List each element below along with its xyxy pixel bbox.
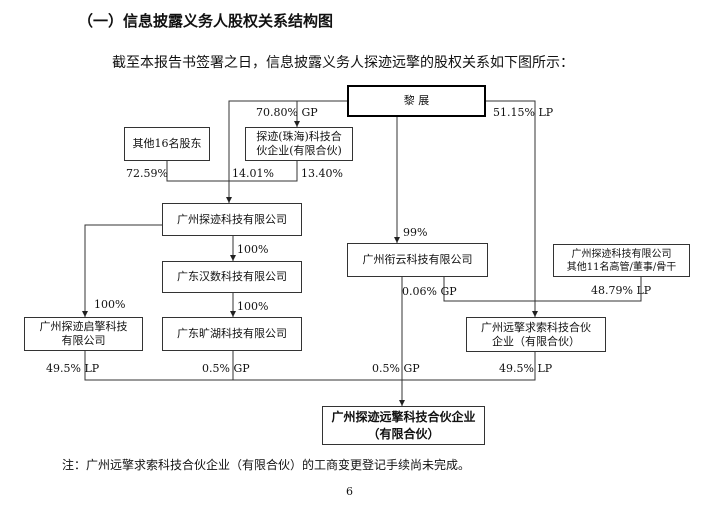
label-lp-495-left: 49.5% LP: [46, 362, 100, 375]
entity-label: 企业（有限合伙）: [492, 334, 580, 348]
entity-others16: 其他16名股东: [124, 127, 210, 161]
line-lizhan-to-gz-tanji: [226, 100, 347, 203]
entity-target: 广州探迹远擎科技合伙企业 （有限合伙）: [322, 406, 485, 445]
label-gp-05-xianyun: 0.5% GP: [372, 362, 420, 375]
line-lizhan-to-qiusuo: [486, 100, 538, 317]
entity-gd-kuanghu: 广东旷湖科技有限公司: [162, 317, 302, 351]
entity-gz-tanji: 广州探迹科技有限公司: [162, 203, 302, 236]
entity-tanji-zhuhai: 探迹(珠海)科技合伙企业(有限合伙): [245, 127, 353, 161]
entity-label: 其他16名股东: [132, 137, 202, 150]
entity-label: （有限合伙）: [367, 426, 440, 441]
label-gp-7080: 70.80% GP: [256, 106, 318, 119]
label-lp-495-right: 49.5% LP: [499, 362, 553, 375]
entity-label: 伙企业(有限合伙): [256, 144, 342, 157]
line-gz-tanji-to-qiqing: [82, 224, 162, 317]
line-xianyun-gp: [443, 277, 642, 302]
line-bottom-bus: [84, 351, 536, 381]
entity-gd-hanshu: 广东汉数科技有限公司: [162, 261, 302, 293]
intro-paragraph: 截至本报告书签署之日，信息披露义务人探迹远擎的股权关系如下图所示：: [112, 55, 574, 71]
entity-label: 有限公司: [61, 334, 106, 347]
entity-label: 探迹(珠海)科技合: [256, 130, 342, 143]
entity-label: 广州探迹远擎科技合伙企业: [331, 409, 476, 424]
entity-gz-yuanqing-qiusuo: 广州远擎求索科技合伙企业（有限合伙）: [466, 317, 606, 352]
entity-label: 黎 展: [403, 94, 430, 107]
entity-others11: 广州探迹科技有限公司其他11名高管/董事/骨干: [553, 244, 690, 277]
entity-lizhan: 黎 展: [347, 85, 486, 117]
label-100-qiqing: 100%: [94, 298, 126, 311]
entity-label: 广东汉数科技有限公司: [177, 270, 287, 283]
label-1340: 13.40%: [301, 167, 343, 180]
label-lp-5115: 51.15% LP: [493, 106, 554, 119]
footnote: 注：广州远擎求索科技合伙企业（有限合伙）的工商变更登记手续尚未完成。: [62, 458, 471, 472]
label-lp-4879: 48.79% LP: [591, 284, 652, 297]
label-7259: 72.59%: [126, 167, 168, 180]
label-gp-006: 0.06% GP: [402, 285, 457, 298]
label-1401: 14.01%: [232, 167, 274, 180]
entity-label: 其他11名高管/董事/骨干: [566, 261, 677, 273]
entity-label: 广州探迹科技有限公司: [571, 248, 672, 260]
label-100-kuanghu: 100%: [237, 300, 269, 313]
entity-label: 广州衔云科技有限公司: [362, 253, 473, 266]
entity-gz-xianyun: 广州衔云科技有限公司: [347, 243, 488, 277]
entity-gz-qiqing: 广州探迹启擎科技有限公司: [24, 317, 143, 351]
section-title: （一）信息披露义务人股权关系结构图: [78, 12, 334, 30]
label-99: 99%: [403, 226, 428, 239]
entity-label: 广州远擎求索科技合伙: [481, 320, 591, 334]
label-gp-05-kuanghu: 0.5% GP: [202, 362, 250, 375]
entity-label: 广州探迹启擎科技: [39, 320, 128, 333]
label-100-hanshu: 100%: [237, 243, 269, 256]
entity-label: 广州探迹科技有限公司: [177, 212, 287, 226]
line-others16: [166, 161, 298, 182]
page-number: 6: [346, 485, 353, 498]
entity-label: 广东旷湖科技有限公司: [177, 327, 287, 340]
